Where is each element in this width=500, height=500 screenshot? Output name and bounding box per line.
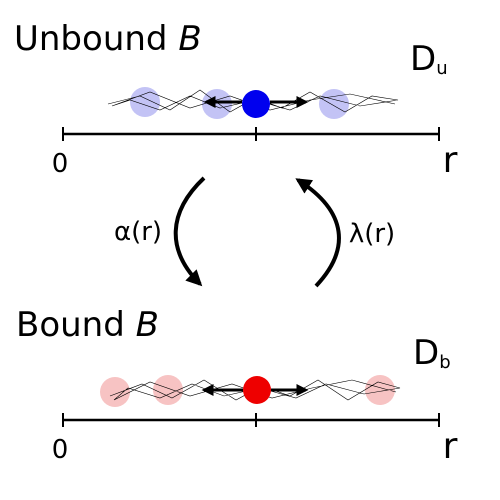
- binding-transition-arrow: [173, 176, 206, 287]
- bound-title: Bound B: [16, 305, 159, 345]
- bound-particle-track: [100, 375, 401, 407]
- unbound-random-walk-path: [107, 89, 399, 113]
- unbound-ghost-particle: [130, 87, 160, 117]
- bound-axis: [62, 413, 440, 427]
- bound-diffusion-coefficient: Db: [413, 333, 451, 373]
- unbound-title: Unbound B: [14, 19, 202, 59]
- unbinding-rate-label: λ(r): [349, 219, 395, 249]
- unbound-ghost-particle: [202, 89, 232, 119]
- unbound-axis: [62, 127, 440, 141]
- unbound-axis-start-label: 0: [52, 149, 69, 179]
- binding-rate-label: α(r): [114, 217, 162, 247]
- unbinding-transition-arrow: [295, 178, 341, 288]
- unbound-particle-track: [107, 87, 399, 119]
- unbound-axis-end-label: r: [443, 140, 458, 181]
- unbound-diffusion-coefficient: Du: [410, 39, 448, 79]
- bound-axis-end-label: r: [443, 426, 458, 467]
- bound-ghost-particle: [365, 375, 395, 405]
- unbound-ghost-particle: [319, 89, 349, 119]
- bound-active-particle: [243, 376, 271, 404]
- bound-ghost-particle: [100, 377, 130, 407]
- unbound-active-particle: [242, 90, 270, 118]
- bound-axis-start-label: 0: [52, 435, 69, 465]
